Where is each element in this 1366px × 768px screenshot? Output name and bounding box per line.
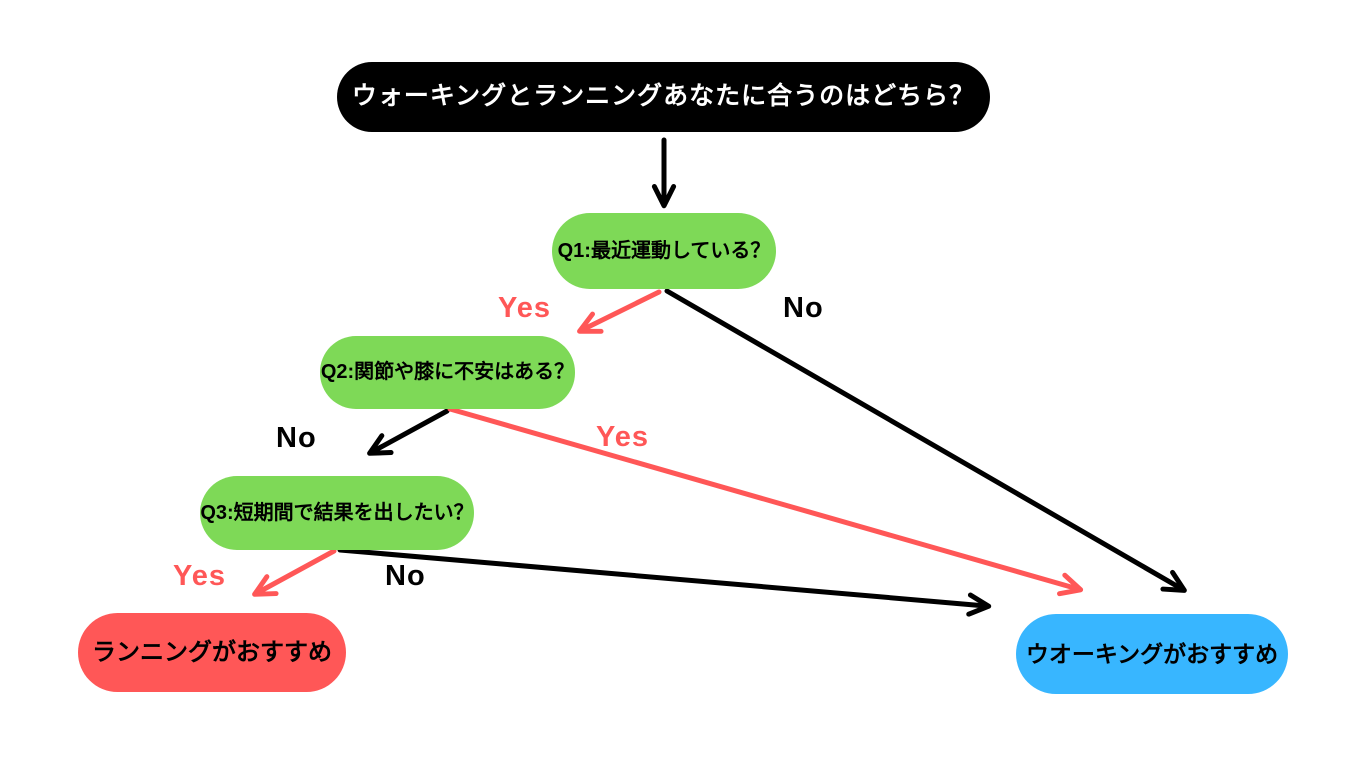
edge-q2-yes-to-walking-arrow xyxy=(447,406,1084,597)
question-node-q2: Q2:関節や膝に不安はある？ xyxy=(320,336,575,409)
edge-q2-no-to-q3-arrow xyxy=(367,408,450,456)
edge-label-q3-yes: Yes xyxy=(173,560,226,592)
edge-q3-no-to-walking-arrow xyxy=(337,547,992,617)
edge-q1-no-to-walking-arrow xyxy=(664,288,1187,593)
result-node-running: ランニングがおすすめ xyxy=(78,613,346,692)
edge-label-q1-yes: Yes xyxy=(498,292,551,324)
title-node: ウォーキングとランニングあなたに合うのはどちら？ xyxy=(337,62,990,132)
edge-label-q2-no: No xyxy=(276,422,317,454)
question-node-q1: Q1:最近運動している？ xyxy=(552,213,776,289)
edge-label-q3-no: No xyxy=(385,560,426,592)
edge-q3-yes-to-running-arrow xyxy=(252,548,337,597)
edge-q1-yes-to-q2-arrow xyxy=(577,289,662,334)
result-node-walking: ウオーキングがおすすめ xyxy=(1016,614,1288,694)
question-node-q3: Q3:短期間で結果を出したい？ xyxy=(200,476,474,550)
edge-label-q2-yes: Yes xyxy=(596,421,649,453)
edge-label-q1-no: No xyxy=(783,292,824,324)
